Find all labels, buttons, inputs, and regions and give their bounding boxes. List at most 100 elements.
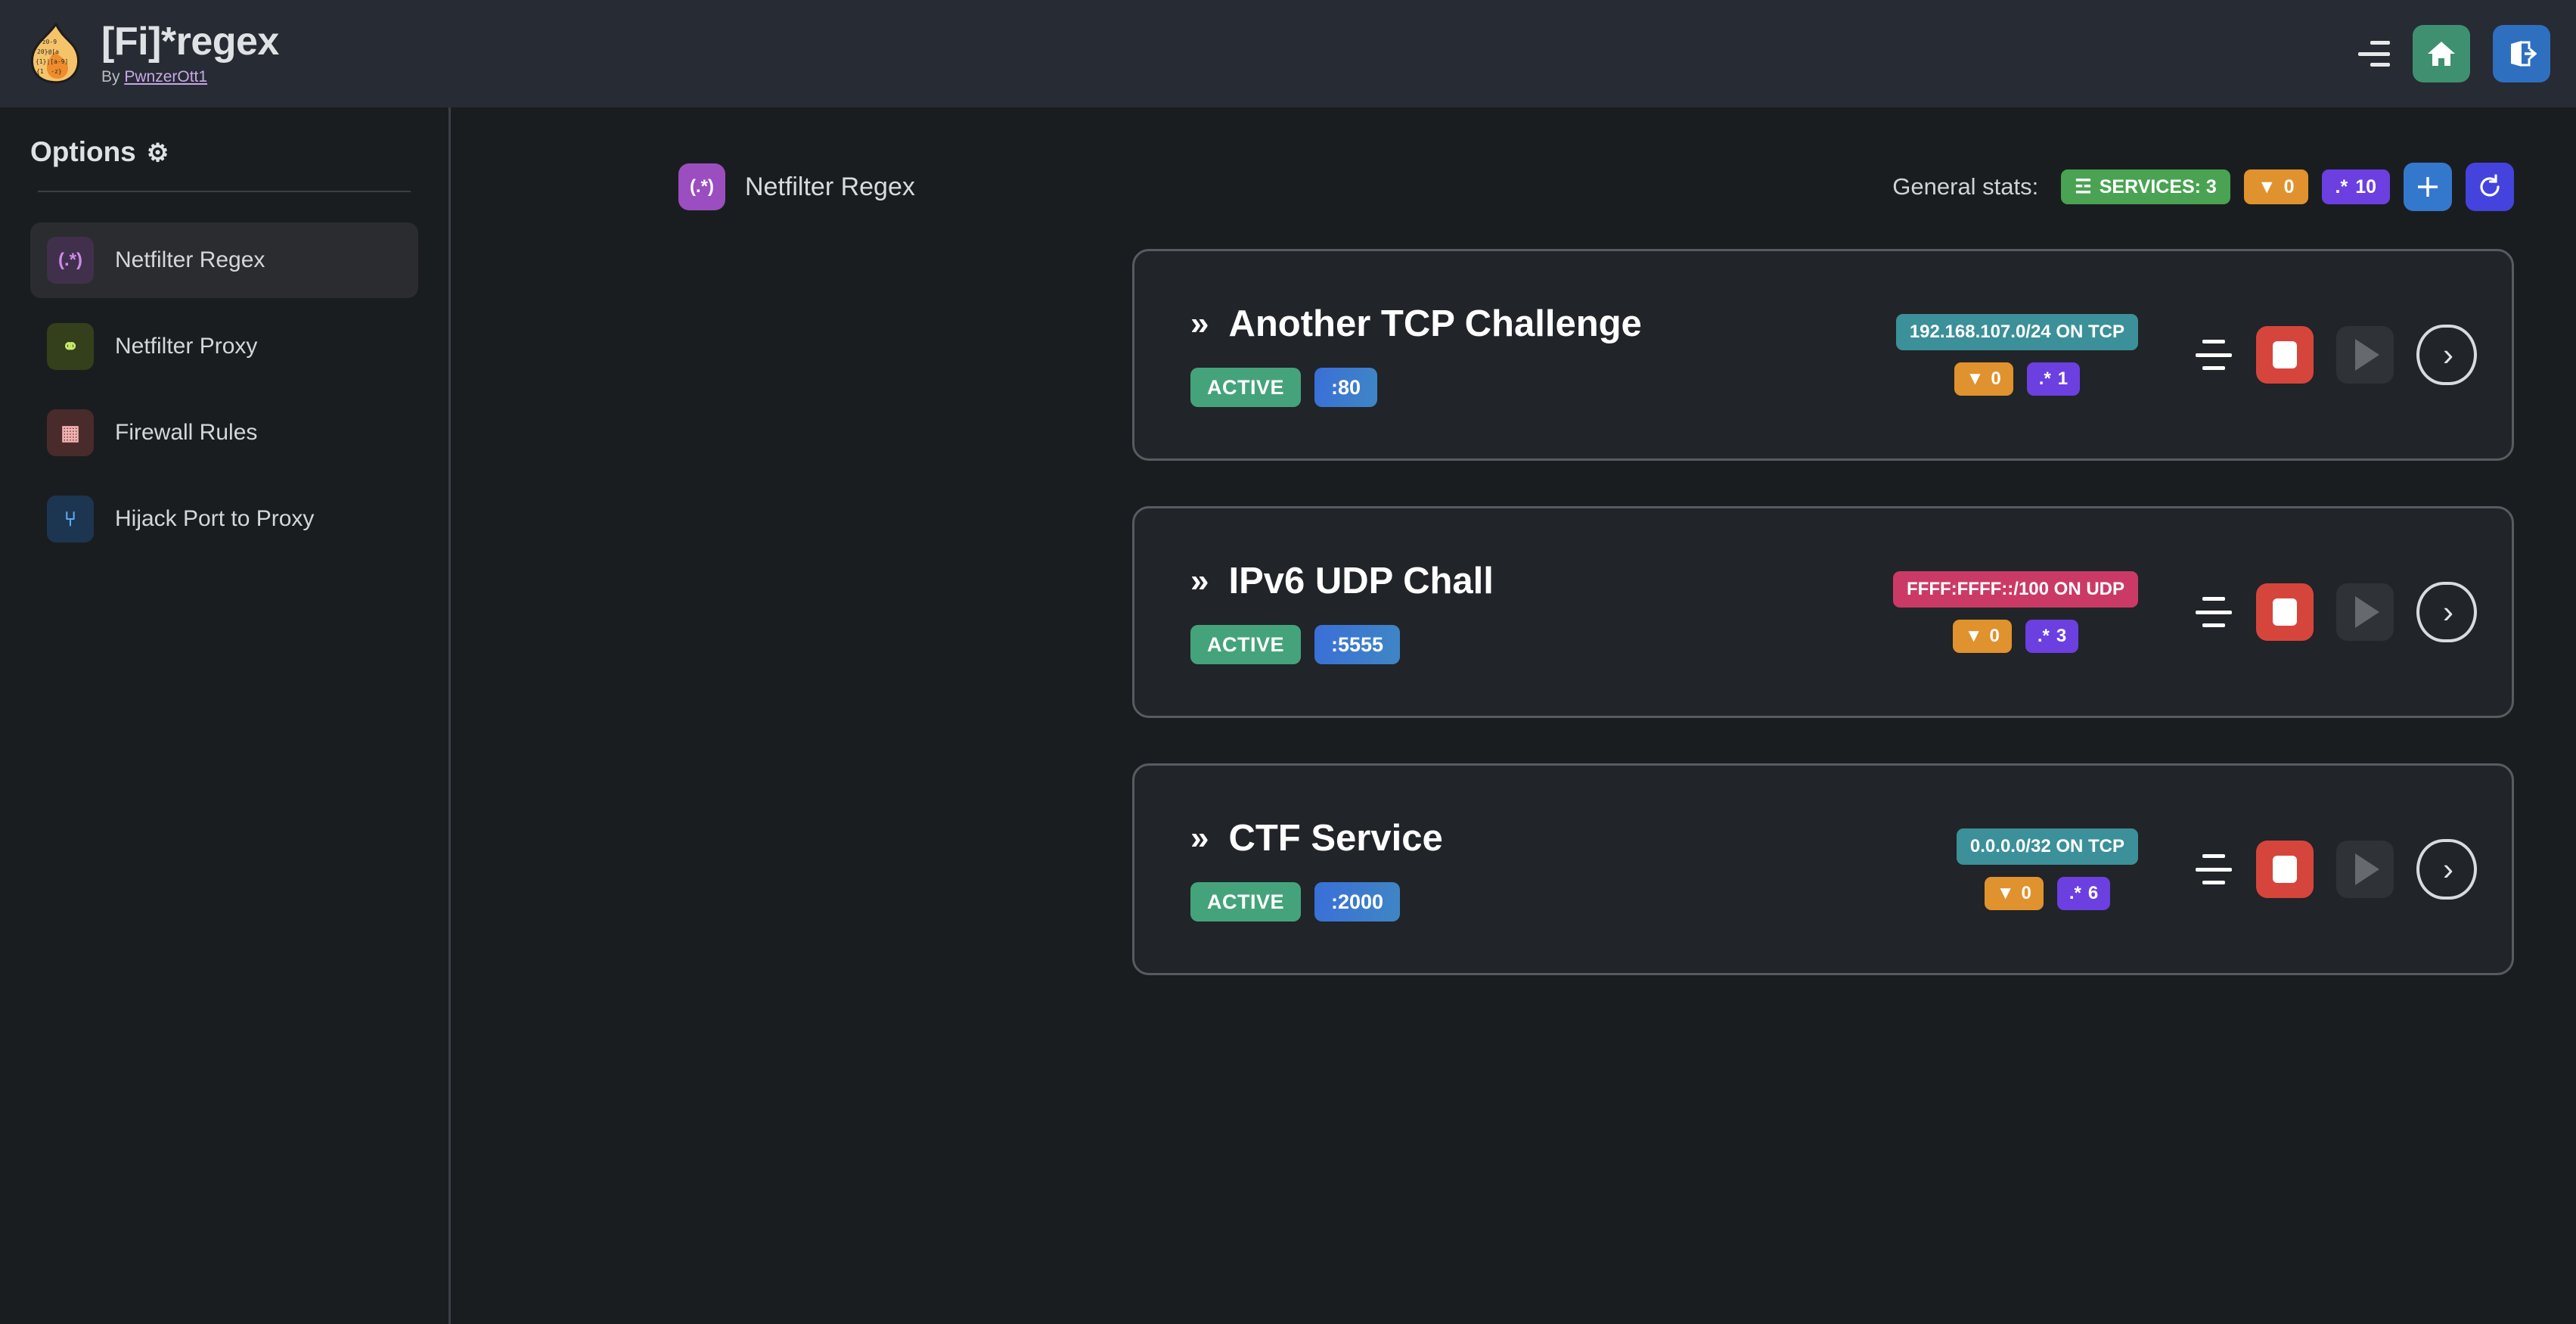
service-tags: ACTIVE :5555 bbox=[1190, 625, 1494, 664]
network-badges: FFFF:FFFF::/100 ON UDP ▼ 0 .* 3 bbox=[1893, 571, 2138, 653]
service-meta: 192.168.107.0/24 ON TCP ▼ 0 .* 1 bbox=[1895, 314, 2477, 396]
general-stats-label: General stats: bbox=[1892, 173, 2039, 200]
service-card[interactable]: » IPv6 UDP Chall ACTIVE :5555 FFFF:FFFF:… bbox=[1132, 506, 2514, 718]
svg-text:20}@[a: 20}@[a bbox=[37, 48, 59, 55]
regex-icon: (.*) bbox=[678, 163, 725, 210]
network-badge: 192.168.107.0/24 ON TCP bbox=[1895, 314, 2138, 350]
status-badge-services: ☲ SERVICES: 3 bbox=[2061, 169, 2230, 204]
sidebar-item-firewall-rules[interactable]: ▦ Firewall Rules bbox=[30, 395, 418, 471]
regexes-badge: .* 1 bbox=[2026, 362, 2081, 396]
stop-icon bbox=[2273, 856, 2297, 883]
service-meta: FFFF:FFFF::/100 ON UDP ▼ 0 .* 3 bbox=[1893, 571, 2477, 653]
network-badges: 0.0.0.0/32 ON TCP ▼ 0 .* 6 bbox=[1956, 828, 2138, 910]
start-button[interactable] bbox=[2336, 326, 2394, 384]
network-badges: 192.168.107.0/24 ON TCP ▼ 0 .* 1 bbox=[1895, 314, 2138, 396]
port-badge: :5555 bbox=[1314, 625, 1401, 664]
service-name: IPv6 UDP Chall bbox=[1228, 561, 1494, 601]
service-card[interactable]: » CTF Service ACTIVE :2000 0.0.0.0/32 ON… bbox=[1132, 763, 2514, 975]
server-icon: ☲ bbox=[2075, 176, 2092, 197]
network-badge: FFFF:FFFF::/100 ON UDP bbox=[1893, 571, 2138, 608]
page-title: [Fi]*regex bbox=[101, 20, 279, 64]
play-icon bbox=[2355, 596, 2379, 628]
home-button[interactable] bbox=[2413, 25, 2470, 82]
filters-badge: ▼ 0 bbox=[1952, 620, 2012, 653]
service-actions: › bbox=[2194, 582, 2477, 642]
service-title: » IPv6 UDP Chall bbox=[1190, 560, 1494, 602]
counter-badges: ▼ 0 .* 1 bbox=[1954, 362, 2081, 396]
services-count-label: SERVICES: 3 bbox=[2099, 176, 2217, 197]
sidebar-item-label: Netfilter Proxy bbox=[115, 334, 258, 359]
sidebar-item-netfilter-proxy[interactable]: ⚭ Netfilter Proxy bbox=[30, 309, 418, 384]
regexes-count: 6 bbox=[2087, 883, 2099, 903]
top-bar: -z0-9 20}@[a {1}|[a-9] {1 -z} [Fi]*regex… bbox=[0, 0, 2576, 107]
counter-badges: ▼ 0 .* 3 bbox=[1952, 620, 2079, 653]
add-service-button[interactable] bbox=[2404, 163, 2452, 211]
options-label: Options bbox=[30, 136, 136, 167]
status-badge-regexes: .* 10 bbox=[2321, 169, 2390, 204]
start-button[interactable] bbox=[2336, 583, 2394, 641]
filter-icon: ▼ bbox=[1964, 626, 1983, 646]
gear-icon: ⚙ bbox=[146, 138, 169, 166]
service-details-button[interactable]: › bbox=[2416, 325, 2477, 385]
filters-count: 0 bbox=[2021, 883, 2031, 903]
refresh-button[interactable] bbox=[2466, 163, 2514, 211]
play-icon bbox=[2355, 339, 2379, 371]
filters-badge: ▼ 0 bbox=[1984, 877, 2044, 910]
service-info: » CTF Service ACTIVE :2000 bbox=[1190, 817, 1443, 922]
plus-icon bbox=[2418, 177, 2438, 197]
regex-icon: .* bbox=[2069, 883, 2081, 903]
section-title: Netfilter Regex bbox=[745, 172, 915, 201]
by-prefix: By bbox=[101, 67, 125, 85]
refresh-icon bbox=[2480, 174, 2500, 197]
filters-count: 0 bbox=[1991, 368, 2001, 389]
filter-icon: ▼ bbox=[2257, 176, 2277, 197]
regexes-count: 3 bbox=[2056, 626, 2067, 646]
sidebar-item-netfilter-regex[interactable]: (.*) Netfilter Regex bbox=[30, 222, 418, 298]
service-card[interactable]: » Another TCP Challenge ACTIVE :80 192.1… bbox=[1132, 249, 2514, 461]
sidebar-item-hijack-port-to-proxy[interactable]: ⑂ Hijack Port to Proxy bbox=[30, 481, 418, 557]
status-badge: ACTIVE bbox=[1190, 368, 1302, 407]
port-badge: :2000 bbox=[1314, 882, 1401, 922]
filter-icon: ▼ bbox=[1966, 368, 1985, 389]
service-details-button[interactable]: › bbox=[2416, 839, 2477, 900]
service-tags: ACTIVE :80 bbox=[1190, 368, 1642, 407]
service-tags: ACTIVE :2000 bbox=[1190, 882, 1443, 922]
service-menu-icon[interactable] bbox=[2194, 340, 2233, 370]
logout-button[interactable] bbox=[2493, 25, 2550, 82]
stop-button[interactable] bbox=[2256, 583, 2314, 641]
service-title: » Another TCP Challenge bbox=[1190, 303, 1642, 345]
filters-count: 0 bbox=[1989, 626, 2000, 646]
stop-button[interactable] bbox=[2256, 326, 2314, 384]
filters-count-label: 0 bbox=[2283, 176, 2295, 197]
service-meta: 0.0.0.0/32 ON TCP ▼ 0 .* 6 bbox=[1956, 828, 2477, 910]
home-icon bbox=[2428, 42, 2455, 66]
sidebar-heading: Options ⚙ bbox=[30, 136, 418, 168]
link-icon: ⚭ bbox=[47, 323, 94, 370]
service-name: CTF Service bbox=[1228, 818, 1443, 859]
stop-icon bbox=[2273, 598, 2297, 626]
port-badge: :80 bbox=[1314, 368, 1378, 407]
section-header: (.*) Netfilter Regex General stats: ☲ SE… bbox=[678, 157, 2514, 217]
service-title: » CTF Service bbox=[1190, 817, 1443, 859]
regexes-count: 1 bbox=[2057, 368, 2069, 389]
author-link[interactable]: PwnzerOtt1 bbox=[124, 67, 208, 85]
service-menu-icon[interactable] bbox=[2194, 854, 2233, 884]
double-chevron-icon: » bbox=[1190, 305, 1209, 342]
service-actions: › bbox=[2194, 839, 2477, 900]
service-details-button[interactable]: › bbox=[2416, 582, 2477, 642]
play-icon bbox=[2355, 853, 2379, 885]
filters-badge: ▼ 0 bbox=[1954, 362, 2013, 396]
status-badge: ACTIVE bbox=[1190, 882, 1302, 922]
stop-button[interactable] bbox=[2256, 841, 2314, 898]
hamburger-menu-icon[interactable] bbox=[2357, 41, 2390, 67]
svg-text:{1}|[a-9]: {1}|[a-9] bbox=[36, 58, 68, 65]
route-fork-icon: ⑂ bbox=[47, 496, 94, 542]
counter-badges: ▼ 0 .* 6 bbox=[1984, 877, 2111, 910]
service-menu-icon[interactable] bbox=[2194, 597, 2233, 627]
status-badge-filters: ▼ 0 bbox=[2243, 169, 2308, 204]
brand: -z0-9 20}@[a {1}|[a-9] {1 -z} [Fi]*regex… bbox=[0, 21, 279, 86]
start-button[interactable] bbox=[2336, 841, 2394, 898]
brick-wall-icon: ▦ bbox=[47, 409, 94, 456]
service-list: » Another TCP Challenge ACTIVE :80 192.1… bbox=[1132, 249, 2514, 975]
sidebar-item-label: Hijack Port to Proxy bbox=[115, 506, 315, 531]
